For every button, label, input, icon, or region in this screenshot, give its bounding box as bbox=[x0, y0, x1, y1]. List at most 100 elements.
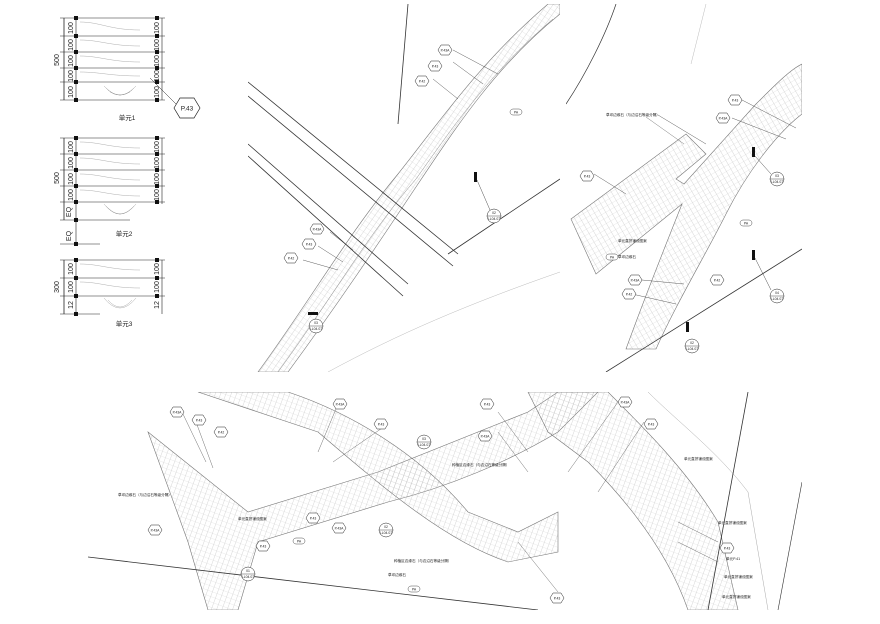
p43-tag-plan3-e: P.43 bbox=[255, 540, 271, 552]
unit-1-seg-1: 100 bbox=[68, 22, 75, 34]
unit-2-seg-1: 100 bbox=[68, 141, 75, 153]
p43-tag-plan3-d: P.43 bbox=[643, 418, 659, 430]
unit-2-seg-4: 100 bbox=[68, 189, 75, 201]
unit-3-seg-2: 100 bbox=[68, 281, 75, 293]
p42-tag-plan1: P.42 bbox=[414, 75, 430, 87]
svg-text:P.43: P.43 bbox=[260, 544, 267, 548]
unit-1-elevation: 500 100 100 100 100 100 100 100 bbox=[54, 16, 201, 122]
svg-text:P.43A: P.43A bbox=[151, 528, 161, 532]
p43-callout-hexagon: P.43 bbox=[173, 97, 201, 119]
unit-1-overall-dim: 500 bbox=[54, 54, 61, 66]
p43-tag-plan1-b: P.43 bbox=[301, 238, 317, 250]
svg-text:P.43: P.43 bbox=[554, 596, 561, 600]
svg-text:PA: PA bbox=[412, 587, 417, 591]
unit-1-seg-2: 100 bbox=[68, 39, 75, 51]
svg-text:草坪边缘石: 草坪边缘石 bbox=[388, 572, 406, 577]
svg-text:P.43: P.43 bbox=[732, 98, 739, 102]
svg-text:LL04.07: LL04.07 bbox=[686, 347, 698, 351]
p42-tag-plan3-a: P.42 bbox=[213, 426, 229, 438]
p43-tag-plan3-h: P.43 bbox=[719, 542, 735, 554]
svg-text:03: 03 bbox=[775, 174, 779, 178]
svg-text:02: 02 bbox=[492, 211, 496, 215]
p43a-tag-plan3-b: P.43A bbox=[332, 398, 348, 410]
unit-1-caption: 单元1 bbox=[119, 113, 136, 122]
svg-text:单元P.41: 单元P.41 bbox=[726, 556, 740, 561]
p43a-tag-plan1-b: P.43A bbox=[309, 223, 325, 235]
p43-tag-plan3-a: P.43 bbox=[191, 414, 207, 426]
svg-text:P.43A: P.43A bbox=[313, 227, 323, 231]
section-marker-plan2-b: 04 LL04.07 bbox=[752, 250, 785, 304]
svg-text:P.42: P.42 bbox=[218, 430, 225, 434]
section-marker-plan3-c: 03 LL04.07 bbox=[416, 434, 432, 450]
svg-text:P.43: P.43 bbox=[378, 422, 385, 426]
svg-text:PA: PA bbox=[744, 221, 749, 225]
unit-1-right-5: 100 bbox=[154, 86, 161, 98]
svg-text:P.43: P.43 bbox=[484, 402, 491, 406]
svg-text:单元直拼铺设图案: 单元直拼铺设图案 bbox=[718, 520, 747, 525]
paving-v-strip-plan-2 bbox=[570, 63, 802, 350]
svg-text:单元直拼铺设图案: 单元直拼铺设图案 bbox=[684, 456, 713, 461]
p43-tag-plan3-b: P.43 bbox=[373, 418, 389, 430]
unit-1-right-2: 100 bbox=[154, 39, 161, 51]
svg-text:单元直拼铺设图案: 单元直拼铺设图案 bbox=[238, 516, 267, 521]
svg-text:02: 02 bbox=[384, 525, 388, 529]
paving-plan-3: P.43A P.43 P.42 P.43A P.43 P.43A P.43 P bbox=[88, 392, 802, 610]
p43a-tag-plan3-g: P.43A bbox=[331, 522, 347, 534]
unit-1-seg-4: 100 bbox=[68, 70, 75, 82]
paving-plan-1: P.43A P.43 P.42 P.43A P.43 P.42 02 bbox=[248, 4, 560, 372]
unit-3-right-1: 100 bbox=[154, 263, 161, 275]
svg-text:单元直拼铺设图案: 单元直拼铺设图案 bbox=[724, 574, 753, 579]
unit-2-elevation: 500 100 100 100 100 EQ EQ bbox=[54, 136, 165, 246]
unit-2-eq-1: EQ bbox=[66, 206, 73, 217]
svg-text:03: 03 bbox=[422, 437, 426, 441]
unit-1-right-3: 100 bbox=[154, 55, 161, 67]
p43a-tag-plan2: P.43A bbox=[715, 112, 731, 124]
p42-tag-plan2-b: P.42 bbox=[709, 274, 725, 286]
planting-label-plan1: PA bbox=[509, 108, 523, 116]
svg-text:草坪边缘石（与边沿石等级分隔）: 草坪边缘石（与边沿石等级分隔） bbox=[606, 112, 660, 117]
p43-tag-plan3-f: P.43 bbox=[305, 512, 321, 524]
paving-note-plan2: 单元直拼铺设图案 草坪边缘石 bbox=[618, 238, 647, 259]
planting-label-plan2: PA PA bbox=[605, 219, 753, 261]
svg-text:P.43: P.43 bbox=[181, 106, 194, 113]
p42-tag-plan2: P.42 bbox=[621, 288, 637, 300]
svg-text:P.43A: P.43A bbox=[336, 402, 346, 406]
svg-text:P.43: P.43 bbox=[584, 174, 591, 178]
section-marker-plan3-b: 02 LL04.07 bbox=[378, 522, 394, 538]
unit-3-right-3: 12 bbox=[154, 301, 161, 309]
svg-text:P.42: P.42 bbox=[288, 256, 295, 260]
unit-2-right-2: 100 bbox=[154, 157, 161, 169]
unit-3-caption: 单元3 bbox=[116, 319, 133, 328]
svg-text:P.43: P.43 bbox=[648, 422, 655, 426]
unit-3-overall-dim: 300 bbox=[54, 281, 61, 293]
unit-1-seg-5: 100 bbox=[68, 86, 75, 98]
svg-text:P.43A: P.43A bbox=[335, 526, 345, 530]
paving-strip-plan-1 bbox=[257, 4, 560, 372]
unit-2-seg-3: 100 bbox=[68, 173, 75, 185]
svg-text:PA: PA bbox=[297, 539, 302, 543]
svg-text:P.42: P.42 bbox=[714, 278, 721, 282]
svg-text:P.43: P.43 bbox=[432, 64, 439, 68]
svg-text:P.43: P.43 bbox=[724, 546, 731, 550]
svg-text:03: 03 bbox=[314, 321, 318, 325]
annotations-plan3: 草坪边缘石（与边沿石等级分隔） 单元直拼铺设图案 种植区边缘石（与边沿石等级分隔… bbox=[118, 456, 753, 599]
svg-text:LL04.07: LL04.07 bbox=[380, 531, 392, 535]
section-marker-plan1-b: 03 LL04.07 bbox=[308, 312, 324, 334]
svg-text:种植区边缘石（与边沿石等级分隔）: 种植区边缘石（与边沿石等级分隔） bbox=[394, 558, 452, 563]
svg-text:04: 04 bbox=[775, 291, 779, 295]
unit-3-elevation: 300 100 100 12 100 100 12 单元3 bbox=[54, 258, 165, 328]
p43-tag-plan2-b: P.43 bbox=[579, 170, 595, 182]
p43-tag-plan1-a: P.43 bbox=[427, 60, 443, 72]
svg-text:LL04.07: LL04.07 bbox=[310, 327, 322, 331]
p43a-tag-plan1: P.43A bbox=[437, 44, 453, 56]
unit-3-right-2: 100 bbox=[154, 281, 161, 293]
p43a-tag-plan2-b: P.43A bbox=[627, 274, 643, 286]
svg-text:草坪边缘石: 草坪边缘石 bbox=[618, 254, 636, 259]
unit-2-eq-2: EQ bbox=[66, 230, 73, 241]
planting-labels-plan3: PA PA bbox=[292, 537, 421, 593]
p43a-tag-plan3-e: P.43A bbox=[147, 524, 163, 536]
unit-2-right-4: 100 bbox=[154, 189, 161, 201]
svg-text:P.43A: P.43A bbox=[631, 278, 641, 282]
svg-text:PA: PA bbox=[610, 255, 615, 259]
paving-strip-plan-3-b bbox=[197, 392, 559, 563]
